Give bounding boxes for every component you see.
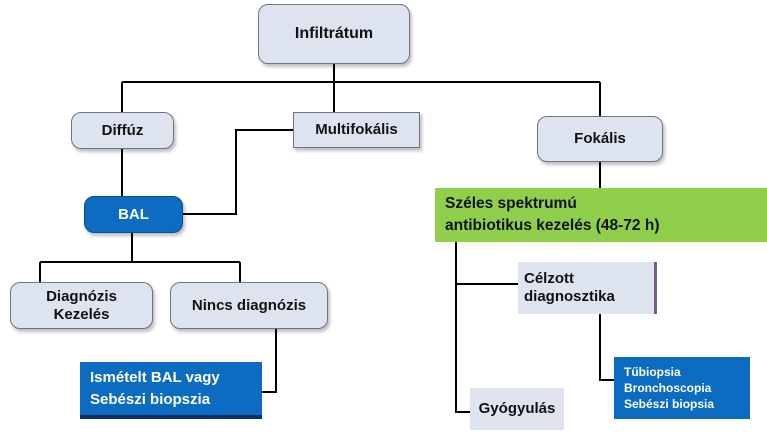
node-label: Multifokális (315, 121, 398, 138)
node-label-line3: Sebészi biopsia (624, 397, 715, 412)
node-label: BAL (118, 205, 149, 223)
node-label: Infiltrátum (294, 25, 374, 43)
node-label-line2: Kezelés (53, 305, 110, 323)
node-multifokalis: Multifokális (293, 112, 420, 148)
node-label: Diffúz (101, 121, 144, 139)
node-label: Széles spektrumú antibiotikus kezelés (48… (445, 193, 660, 238)
node-bal: BAL (84, 196, 183, 233)
node-label-line1: Széles spektrumú (445, 194, 577, 212)
node-label: Gyógyulás (478, 400, 556, 417)
node-label-line2: Bronchoscopia (624, 380, 712, 395)
node-diffuz: Diffúz (71, 112, 174, 149)
node-nincs-diagnozis: Nincs diagnózis (170, 282, 328, 329)
node-label: Fokális (574, 130, 626, 147)
node-fokalis: Fokális (537, 116, 663, 162)
node-label-line1: Diagnózis (46, 287, 117, 305)
node-label-line1: Célzott (524, 270, 574, 287)
node-label-line1: Ismételt BAL vagy (90, 368, 220, 386)
node-infiltratum: Infiltrátum (258, 4, 410, 64)
node-label: Nincs diagnózis (191, 296, 307, 314)
node-label-line2: Sebészi biopszia (90, 390, 211, 408)
node-label-line2: antibiotikus kezelés (48-72 h) (445, 217, 660, 234)
node-label-line2: diagnosztika (524, 288, 615, 305)
node-gyogyulas: Gyógyulás (470, 388, 564, 430)
node-szeles-spektrumu: Széles spektrumú antibiotikus kezelés (48… (435, 188, 767, 242)
node-label-line1: Tűbiopsia (624, 364, 681, 379)
